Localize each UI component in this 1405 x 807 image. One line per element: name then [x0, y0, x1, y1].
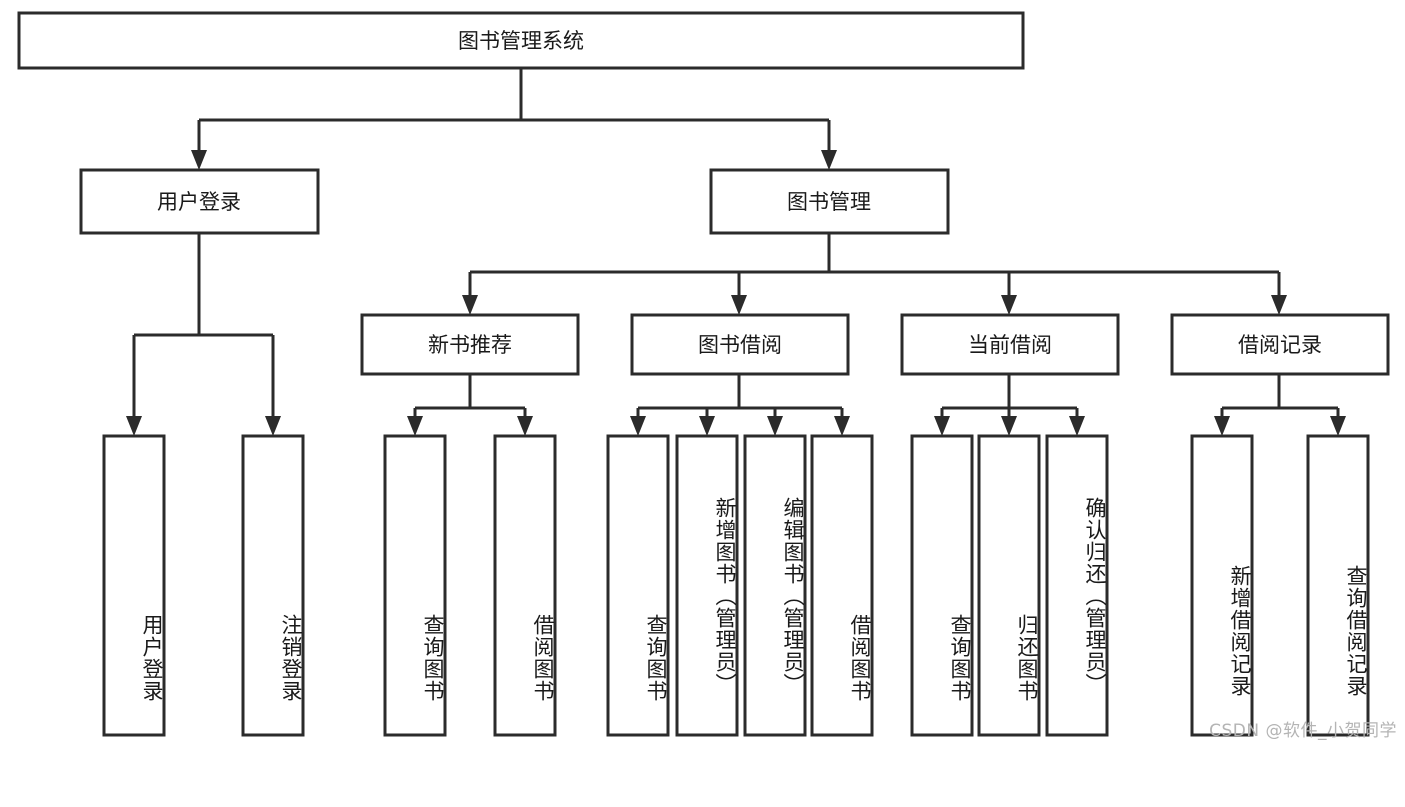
arrow-head-icon	[934, 416, 950, 436]
node-book-borrow-label: 图书借阅	[698, 333, 782, 357]
arrow-head-icon	[767, 416, 783, 436]
node-borrow-record[interactable]: 借阅记录	[1170, 313, 1390, 376]
arrow-head-icon	[462, 295, 478, 315]
node-book-management-label: 图书管理	[787, 190, 871, 214]
node-root-label: 图书管理系统	[458, 29, 584, 53]
arrow-head-icon	[517, 416, 533, 436]
node-root[interactable]: 图书管理系统	[17, 11, 1025, 70]
connector-userlogin-to-leaves	[126, 233, 281, 436]
leaf-box-confirm-return[interactable]	[1045, 434, 1109, 737]
arrow-head-icon	[821, 150, 837, 170]
node-current-borrow-label: 当前借阅	[968, 333, 1052, 357]
leaf-box-query-book-2[interactable]	[606, 434, 670, 737]
node-new-book-recommend-label: 新书推荐	[428, 333, 512, 357]
leaf-box-add-borrow-record[interactable]	[1190, 434, 1254, 737]
leaf-box-query-book-1[interactable]	[383, 434, 447, 737]
connector-newbook-to-leaves	[407, 374, 533, 436]
arrow-head-icon	[630, 416, 646, 436]
leaf-box-add-book[interactable]	[675, 434, 739, 737]
connector-bookborrow-to-leaves	[630, 374, 850, 436]
arrow-head-icon	[1330, 416, 1346, 436]
node-borrow-record-label: 借阅记录	[1238, 333, 1322, 357]
leaf-box-user-login[interactable]	[102, 434, 166, 737]
leaf-box-query-borrow-record[interactable]	[1306, 434, 1370, 737]
node-user-login-label: 用户登录	[157, 190, 241, 214]
arrow-head-icon	[699, 416, 715, 436]
flowchart-canvas: 图书管理系统 用户登录 图书管理 新书推荐 图书借阅 当前借阅 借阅记录	[17, 11, 1397, 741]
arrow-head-icon	[834, 416, 850, 436]
flowchart-svg: 图书管理系统 用户登录 图书管理 新书推荐 图书借阅 当前借阅 借阅记录	[17, 11, 1390, 737]
connector-currentborrow-to-leaves	[934, 374, 1085, 436]
csdn-watermark: CSDN @软件_小贺同学	[1209, 721, 1397, 741]
connector-borrowrecord-to-leaves	[1214, 374, 1346, 436]
arrow-head-icon	[191, 150, 207, 170]
node-book-management[interactable]: 图书管理	[709, 168, 950, 235]
arrow-head-icon	[407, 416, 423, 436]
leaf-box-borrow-book-1[interactable]	[493, 434, 557, 737]
node-user-login[interactable]: 用户登录	[79, 168, 320, 235]
connector-root-to-level2	[191, 68, 837, 170]
arrow-head-icon	[1069, 416, 1085, 436]
leaf-box-logout-login[interactable]	[241, 434, 305, 737]
arrow-head-icon	[1271, 295, 1287, 315]
arrow-head-icon	[126, 416, 142, 436]
node-new-book-recommend[interactable]: 新书推荐	[360, 313, 580, 376]
connector-bookmgmt-to-level3	[462, 233, 1287, 315]
leaf-boxes	[102, 434, 1370, 737]
arrow-head-icon	[265, 416, 281, 436]
leaf-box-borrow-book-2[interactable]	[810, 434, 874, 737]
arrow-head-icon	[731, 295, 747, 315]
leaf-box-query-book-3[interactable]	[910, 434, 974, 737]
node-current-borrow[interactable]: 当前借阅	[900, 313, 1120, 376]
node-book-borrow[interactable]: 图书借阅	[630, 313, 850, 376]
arrow-head-icon	[1001, 416, 1017, 436]
leaf-box-edit-book[interactable]	[743, 434, 807, 737]
arrow-head-icon	[1214, 416, 1230, 436]
arrow-head-icon	[1001, 295, 1017, 315]
leaf-box-return-book[interactable]	[977, 434, 1041, 737]
